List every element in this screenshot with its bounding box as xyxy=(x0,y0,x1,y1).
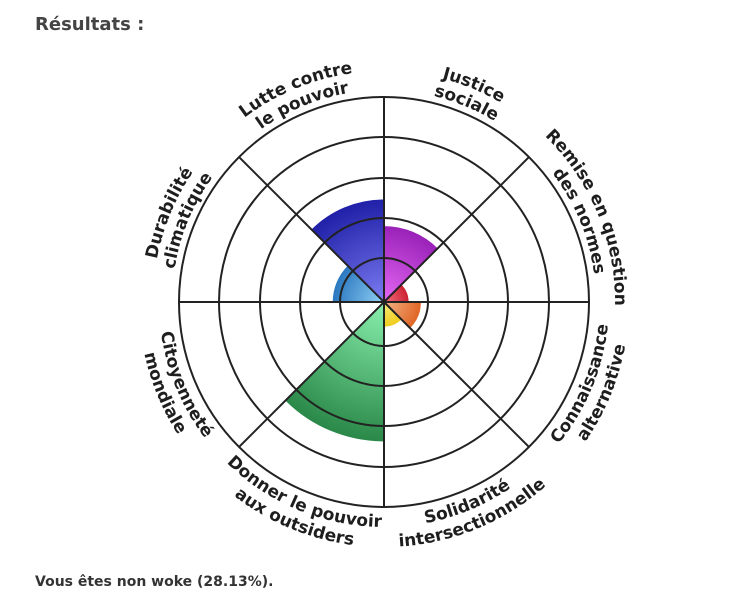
grid-spoke xyxy=(384,302,529,447)
grid xyxy=(179,97,589,507)
wedge-4 xyxy=(285,302,384,441)
wedges xyxy=(285,200,437,442)
result-text: Vous êtes non woke (28.13%). xyxy=(35,574,273,590)
wedge-0 xyxy=(384,226,438,302)
